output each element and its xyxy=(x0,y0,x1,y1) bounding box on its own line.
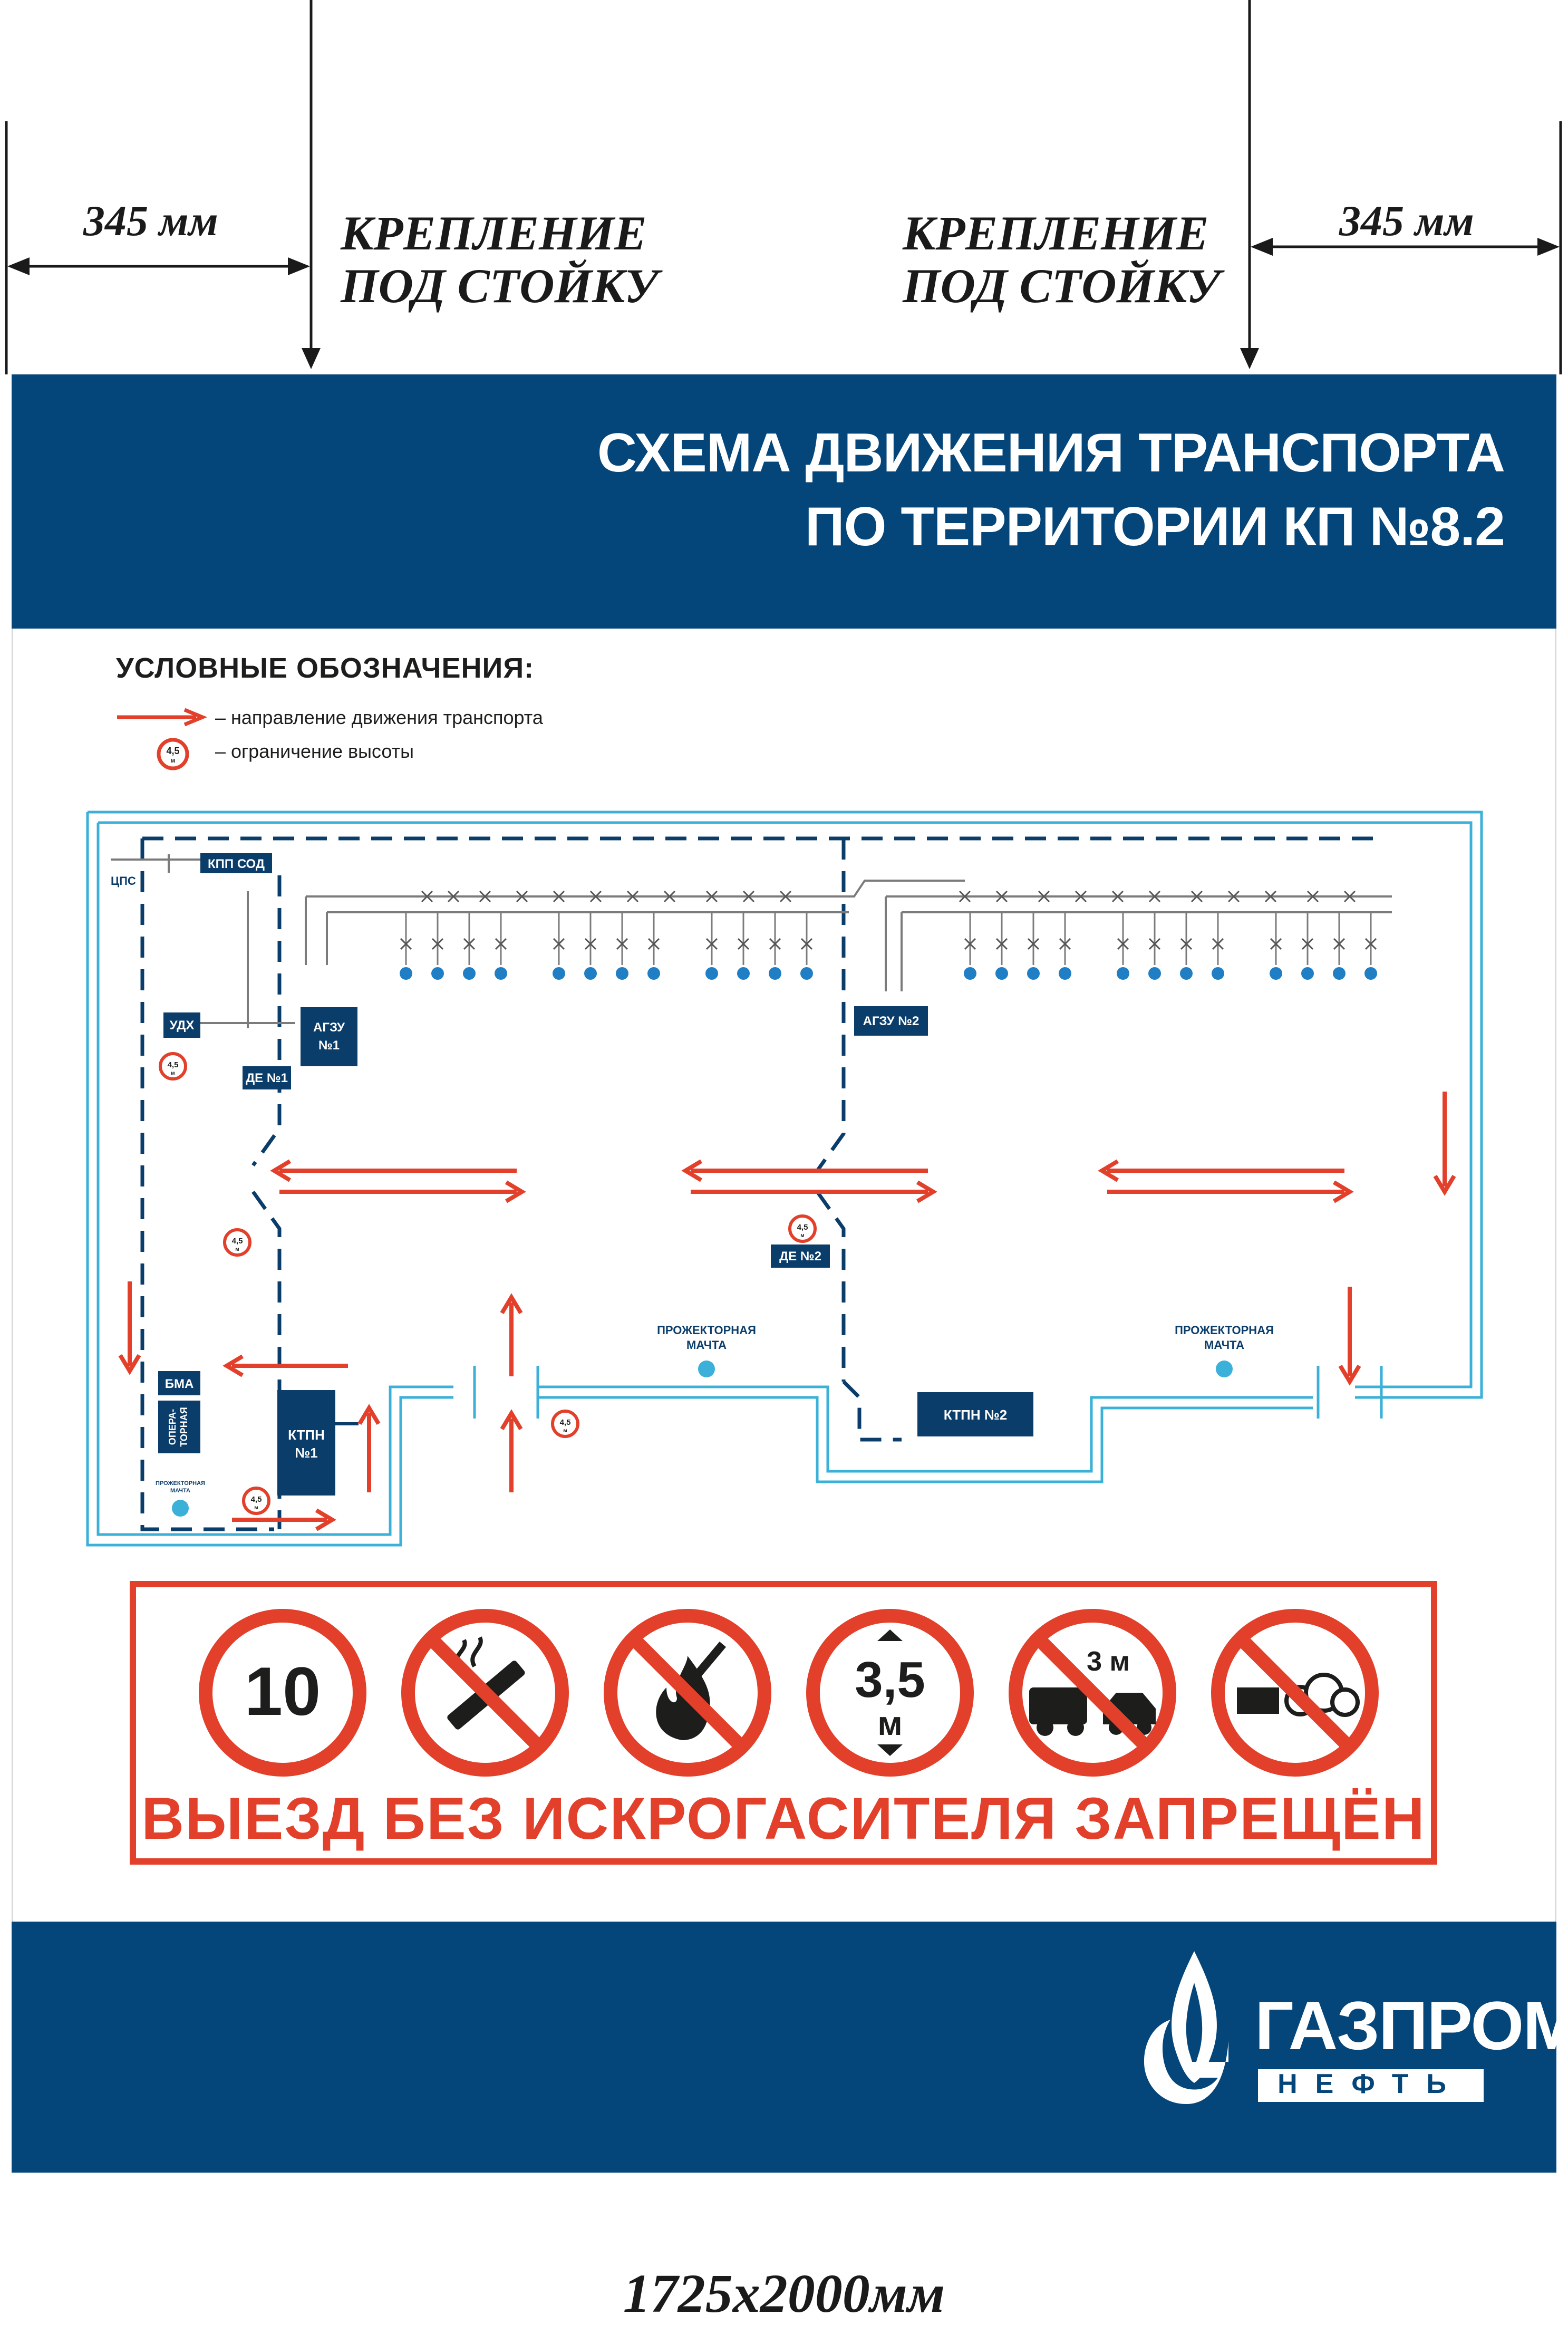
svg-text:АГЗУ: АГЗУ xyxy=(313,1020,345,1035)
no-exhaust-sign-icon xyxy=(1211,1609,1379,1777)
building-udkh: УДХ xyxy=(163,1012,200,1038)
svg-text:4,5: 4,5 xyxy=(168,1060,179,1069)
height-limit-sign-icon: 4,5 м xyxy=(551,1410,579,1438)
title-line1: СХЕМА ДВИЖЕНИЯ ТРАНСПОРТА xyxy=(597,422,1505,484)
floodlight-mast-right: ПРОЖЕКТОРНАЯ МАЧТА xyxy=(1175,1324,1274,1377)
svg-text:№1: №1 xyxy=(295,1445,317,1461)
svg-text:3 м: 3 м xyxy=(1087,1646,1130,1677)
mount-left-line1: КРЕПЛЕНИЕ xyxy=(341,206,647,260)
svg-text:КПП СОД: КПП СОД xyxy=(208,857,265,871)
speed-limit-sign-icon: 10 xyxy=(199,1609,366,1777)
building-agzu2: АГЗУ №2 xyxy=(854,1006,928,1036)
site-map: КПП СОД ЦПС УДХ АГЗУ №1 ДЕ №1 АГЗУ №2 ДЕ… xyxy=(86,811,1483,1547)
building-agzu1: АГЗУ №1 xyxy=(301,1007,357,1066)
svg-text:АГЗУ №2: АГЗУ №2 xyxy=(863,1014,919,1028)
board-header xyxy=(12,374,1556,629)
svg-text:ДЕ №1: ДЕ №1 xyxy=(246,1071,288,1085)
height-clearance-sign-icon: 3,5 м xyxy=(806,1609,974,1777)
svg-text:БМА: БМА xyxy=(165,1377,194,1391)
board-size-label: 1725х2000мм xyxy=(623,2263,945,2324)
title-line2: ПО ТЕРРИТОРИИ КП №8.2 xyxy=(805,496,1505,557)
no-smoking-sign-icon xyxy=(401,1609,569,1777)
svg-text:3,5: 3,5 xyxy=(855,1652,925,1708)
logo-name: ГАЗПРОМ xyxy=(1255,1987,1568,2064)
legend-direction-text: – направление движения транспорта xyxy=(215,707,543,728)
legend-height-text: – ограничение высоты xyxy=(215,740,414,762)
spark-arrester-warning: ВЫЕЗД БЕЗ ИСКРОГАСИТЕЛЯ ЗАПРЕЩЁН xyxy=(141,1786,1426,1851)
svg-text:КТПН №2: КТПН №2 xyxy=(944,1407,1008,1423)
building-de1: ДЕ №1 xyxy=(243,1066,291,1089)
svg-text:4,5: 4,5 xyxy=(166,746,179,756)
prohibition-panel xyxy=(130,1581,1437,1865)
mount-left-line2: ПОД СТОЙКУ xyxy=(341,259,659,313)
svg-text:10: 10 xyxy=(245,1653,321,1730)
building-bma: БМА xyxy=(158,1371,200,1395)
svg-text:ОПЕРА-: ОПЕРА- xyxy=(167,1409,178,1445)
svg-text:4,5: 4,5 xyxy=(232,1237,243,1246)
svg-text:м: м xyxy=(877,1704,902,1742)
legend-arrow-icon xyxy=(117,708,208,727)
svg-text:м: м xyxy=(171,1070,175,1076)
floodlight-mast-left: ПРОЖЕКТОРНАЯ МАЧТА xyxy=(156,1480,205,1517)
legend-height-sign-icon: 4,5 м xyxy=(157,738,189,770)
building-ktpn1: КТПН №1 xyxy=(277,1390,335,1496)
svg-text:ПРОЖЕКТОРНАЯ: ПРОЖЕКТОРНАЯ xyxy=(1175,1324,1274,1337)
svg-text:4,5: 4,5 xyxy=(797,1223,808,1232)
building-ktpn2: КТПН №2 xyxy=(917,1392,1033,1436)
svg-text:м: м xyxy=(235,1247,239,1252)
building-kpp-sod: КПП СОД xyxy=(200,853,272,873)
right-offset-label: 345 мм xyxy=(1339,197,1474,245)
no-open-fire-sign-icon xyxy=(604,1609,771,1777)
traffic-arrows xyxy=(118,1092,1456,1531)
height-limit-sign-icon: 4,5 м xyxy=(242,1487,270,1515)
svg-text:4,5: 4,5 xyxy=(560,1418,571,1427)
svg-text:УДХ: УДХ xyxy=(170,1018,195,1033)
height-limit-sign-icon: 4,5 м xyxy=(159,1052,187,1081)
mount-right-line1: КРЕПЛЕНИЕ xyxy=(903,206,1209,260)
svg-text:ПРОЖЕКТОРНАЯ: ПРОЖЕКТОРНАЯ xyxy=(156,1480,205,1487)
logo-sub-plate xyxy=(1258,2069,1484,2102)
svg-text:4,5: 4,5 xyxy=(251,1495,262,1504)
vehicle-distance-sign-icon: 3 м xyxy=(1009,1609,1176,1777)
svg-text:ДЕ №2: ДЕ №2 xyxy=(779,1249,821,1263)
logo-sub: НЕФТЬ xyxy=(1277,2069,1464,2099)
svg-text:МАЧТА: МАЧТА xyxy=(686,1338,727,1352)
svg-text:МАЧТА: МАЧТА xyxy=(1204,1338,1244,1352)
svg-text:ТОРНАЯ: ТОРНАЯ xyxy=(179,1407,189,1447)
gazprom-flame-logo-icon xyxy=(1144,1951,1228,2104)
svg-text:ПРОЖЕКТОРНАЯ: ПРОЖЕКТОРНАЯ xyxy=(657,1324,756,1337)
left-offset-label: 345 мм xyxy=(83,197,218,245)
svg-text:м: м xyxy=(563,1428,567,1434)
cps-label: ЦПС xyxy=(111,874,136,887)
svg-text:МАЧТА: МАЧТА xyxy=(170,1488,190,1494)
svg-text:м: м xyxy=(254,1505,258,1511)
height-limit-sign-icon: 4,5 м xyxy=(788,1214,817,1243)
height-limit-sign-icon: 4,5 м xyxy=(223,1228,251,1257)
mount-right-line2: ПОД СТОЙКУ xyxy=(903,259,1221,313)
mount-left-label: КРЕПЛЕНИЕ ПОД СТОЙКУ xyxy=(341,207,658,312)
svg-text:№1: №1 xyxy=(318,1038,340,1053)
building-de2: ДЕ №2 xyxy=(771,1244,830,1268)
board-footer xyxy=(12,1922,1556,2173)
svg-text:м: м xyxy=(171,757,176,764)
floodlight-mast-center: ПРОЖЕКТОРНАЯ МАЧТА xyxy=(657,1324,756,1377)
legend-title: УСЛОВНЫЕ ОБОЗНАЧЕНИЯ: xyxy=(116,652,535,684)
mount-right-label: КРЕПЛЕНИЕ ПОД СТОЙКУ xyxy=(903,207,1220,312)
dimension-lines xyxy=(5,0,1562,374)
svg-text:КТПН: КТПН xyxy=(288,1427,325,1443)
svg-text:м: м xyxy=(800,1233,804,1239)
building-operatornaya: ОПЕРА- ТОРНАЯ xyxy=(158,1401,200,1453)
